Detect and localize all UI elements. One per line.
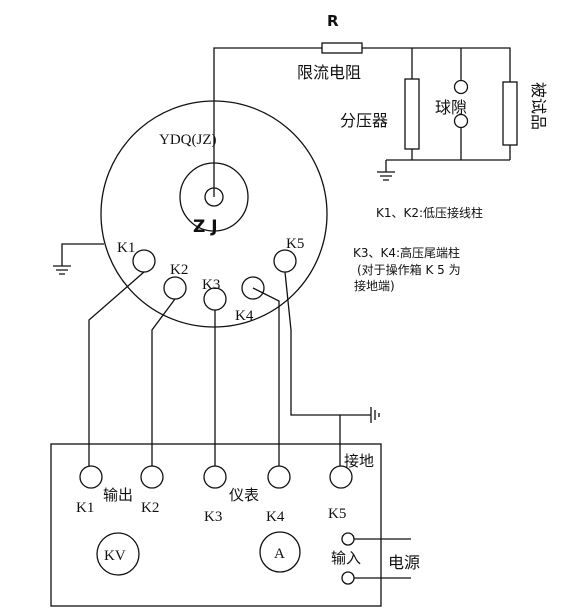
test-specimen: [502, 81, 518, 146]
divider-label: 分压器: [340, 111, 388, 130]
voltage-divider: [404, 78, 420, 150]
wire-k1: [88, 271, 145, 466]
k5-ground-icon: [370, 407, 380, 423]
transformer-body: [100, 100, 328, 328]
terminal-k4-label: K4: [235, 308, 254, 324]
ammeter-label: A: [274, 546, 285, 562]
box-terminal-k5: [329, 465, 353, 489]
wire-k4: [252, 287, 280, 466]
terminal-k1: [132, 249, 156, 273]
terminal-k2: [163, 276, 187, 300]
terminal-k5: [273, 249, 297, 273]
input-terminal-bottom: [341, 571, 355, 585]
box-terminal-k3: [203, 465, 227, 489]
control-box: [50, 443, 382, 607]
note-high-voltage-line3: 接地端): [354, 278, 395, 293]
ball-gap-upper-sphere: [453, 79, 469, 95]
ground-label: 接地: [344, 452, 374, 470]
transformer-ground-wire: [61, 243, 104, 266]
right-ground-icon: [377, 171, 395, 181]
transformer-core: [179, 162, 249, 232]
terminal-k4: [241, 276, 265, 300]
terminal-k1-label: K1: [117, 240, 135, 256]
note-high-voltage-line2: (对于操作箱 K 5 为: [357, 262, 461, 277]
ball-gap-label: 球隙: [435, 98, 467, 117]
input-terminal-top: [341, 532, 355, 546]
kv-meter-label: KV: [104, 548, 126, 564]
box-terminal-k1: [79, 465, 103, 489]
input-label: 输入: [331, 549, 361, 567]
box-k2-label: K2: [141, 500, 159, 516]
box-terminal-k2: [140, 465, 164, 489]
hv-lead-wire: [213, 47, 322, 197]
ammeter: [259, 531, 301, 573]
hv-top-bus: [362, 47, 511, 82]
output-label: 输出: [103, 486, 133, 504]
box-k5-label: K5: [328, 506, 346, 522]
wire-k2: [151, 298, 176, 466]
transformer-core-label: Z J: [193, 217, 218, 237]
terminal-k3-label: K3: [202, 277, 220, 293]
current-limiting-resistor: [321, 42, 363, 54]
note-low-voltage: K1、K2:低压接线柱: [376, 205, 483, 220]
kv-meter: [96, 532, 140, 576]
power-label: 电源: [388, 553, 420, 572]
box-k4-label: K4: [266, 509, 285, 525]
note-high-voltage-line1: K3、K4:高压尾端柱: [353, 245, 460, 260]
box-k3-label: K3: [204, 509, 222, 525]
specimen-label: 被试品: [529, 82, 548, 130]
transformer-model-label: YDQ(JZ): [159, 132, 217, 148]
terminal-k5-label: K5: [286, 236, 304, 252]
transformer-ground-icon: [53, 265, 71, 275]
ball-gap-lower-sphere: [453, 113, 469, 129]
resistor-symbol-label: R: [327, 12, 339, 30]
resistor-label: 限流电阻: [297, 63, 361, 82]
wire-k5: [284, 271, 341, 466]
meter-label: 仪表: [229, 486, 259, 504]
hv-center-terminal: [204, 187, 224, 207]
terminal-k2-label: K2: [170, 262, 188, 278]
box-k1-label: K1: [76, 500, 94, 516]
box-terminal-k4: [267, 465, 291, 489]
